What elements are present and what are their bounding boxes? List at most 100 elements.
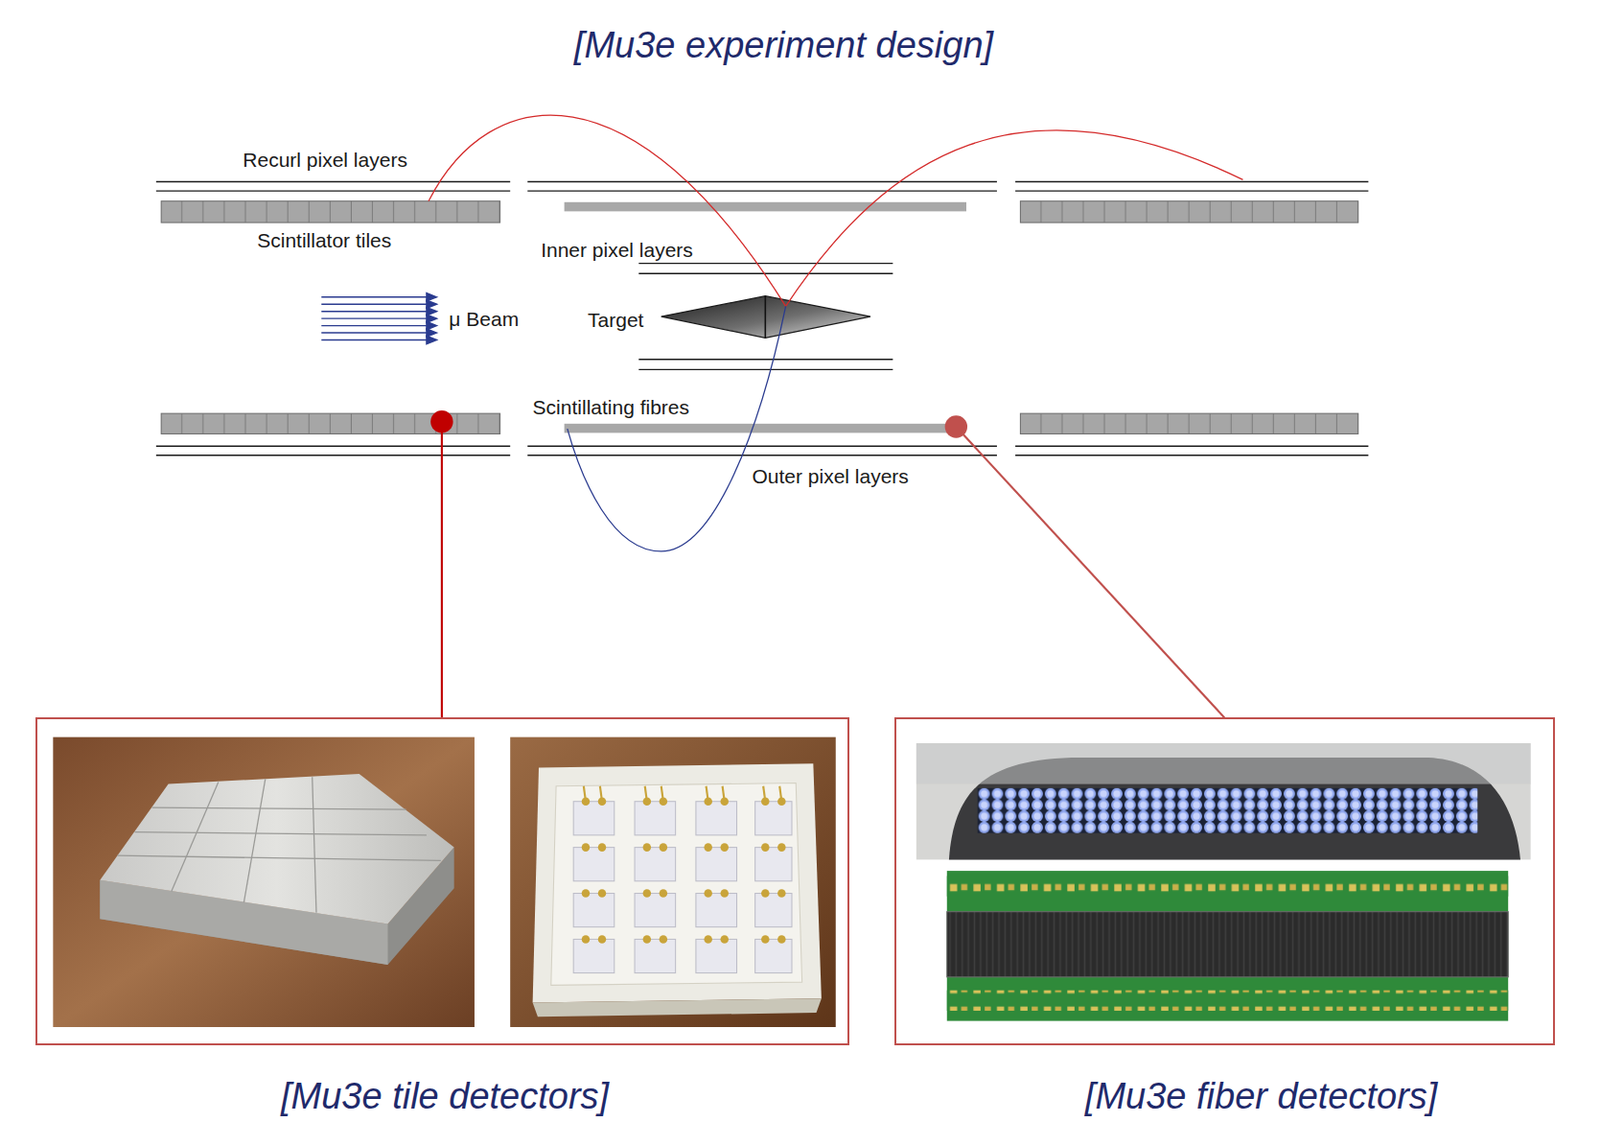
- tile-photo: [643, 934, 652, 944]
- pixel-layer: [638, 369, 893, 371]
- tile-photo: [703, 934, 713, 944]
- tile-photo: [116, 776, 441, 913]
- tile-photo: [719, 842, 729, 852]
- tile-photo: [777, 888, 787, 898]
- tile-photo: [695, 801, 738, 835]
- tile-photo: [706, 786, 709, 802]
- tile-photo: [703, 842, 713, 852]
- pixel-layer: [1015, 454, 1369, 456]
- tile-photo: [598, 934, 607, 944]
- tile-photo: [695, 847, 738, 882]
- tile-photo: [719, 888, 729, 898]
- layer-label: Scintillating fibres: [531, 395, 692, 419]
- tile-photo: [52, 737, 475, 1027]
- leader-line: [430, 410, 1225, 718]
- tile-photo: [761, 934, 770, 944]
- tile-photo: [695, 938, 738, 973]
- scintillator-tile: [161, 201, 500, 223]
- tile-photo: [581, 796, 787, 943]
- sipm-array-photo: [947, 870, 1508, 1021]
- tile-photo: [755, 801, 792, 835]
- detector-panel: [Mu3e fiber detectors]: [894, 717, 1555, 1045]
- tile-photo: [634, 847, 676, 882]
- tile-photo: [551, 783, 803, 986]
- tile-photo: [661, 786, 664, 802]
- tile-photo: [573, 938, 615, 973]
- beam-label: μ Beam: [446, 307, 521, 331]
- particle-track: [428, 115, 1243, 552]
- tile-photo: [645, 786, 648, 802]
- pixel-layer: [638, 358, 893, 360]
- pixel-layer: [527, 454, 998, 456]
- target-label: Target: [585, 308, 646, 332]
- sipm-array-photo: [947, 990, 1508, 1011]
- scintillator-tile: [161, 201, 1359, 435]
- tile-photo: [719, 934, 729, 944]
- beam-arrow: [321, 317, 431, 319]
- beam-arrow: [426, 314, 438, 324]
- particle-track: [428, 115, 787, 306]
- tile-photo: [135, 832, 427, 835]
- layer-label: Scintillator tiles: [255, 229, 394, 253]
- beam-arrow: [321, 293, 437, 345]
- pixel-layer: [156, 181, 511, 183]
- fiber-ribbon-photo: [977, 788, 1479, 834]
- layer-label: Inner pixel layers: [538, 238, 696, 262]
- tile-photo: [634, 938, 676, 973]
- target-diamond: [765, 296, 767, 339]
- panel-caption: [Mu3e fiber detectors]: [1085, 1075, 1438, 1118]
- tile-photo: [755, 893, 792, 928]
- tile-photo: [659, 934, 669, 944]
- tile-photo: [116, 855, 441, 860]
- beam-arrow: [321, 324, 431, 326]
- tile-photo: [634, 893, 676, 928]
- beam-arrow: [426, 335, 438, 345]
- tile-photo: [643, 888, 652, 898]
- tile-photo: [243, 778, 265, 903]
- beam-arrow: [426, 321, 438, 330]
- beam-arrow: [426, 293, 438, 302]
- tile-photo: [171, 781, 219, 891]
- tile-photo: [777, 934, 787, 944]
- tile-photo: [722, 786, 725, 802]
- tile-photo: [659, 842, 669, 852]
- sipm-array-photo: [947, 911, 1508, 977]
- pixel-layer: [156, 454, 511, 456]
- sipm-array-photo: [947, 875, 1508, 896]
- particle-track: [786, 130, 1244, 307]
- leader-line: [430, 410, 453, 433]
- fibre-bar: [564, 202, 967, 212]
- leader-line: [945, 415, 968, 438]
- scintillator-tile: [1020, 413, 1358, 434]
- pixel-layer: [638, 273, 893, 275]
- target-diamond: [661, 296, 871, 339]
- beam-arrow: [426, 306, 438, 316]
- detector-panel: [Mu3e tile detectors]: [35, 717, 849, 1045]
- tile-photo: [510, 737, 836, 1027]
- beam-arrow: [321, 339, 431, 341]
- tile-photo: [312, 776, 317, 913]
- tile-photo: [763, 786, 766, 802]
- fibre-bar: [564, 423, 957, 434]
- tile-photo: [533, 997, 822, 1017]
- scintillator-tile: [1020, 201, 1358, 223]
- tile-photo: [755, 938, 792, 973]
- pixel-layer: [156, 181, 1369, 455]
- pixel-layer: [527, 189, 998, 191]
- tile-photo: [581, 888, 591, 898]
- pixel-layer: [1015, 189, 1369, 191]
- pixel-layer: [638, 262, 893, 264]
- tile-photo: [573, 801, 792, 974]
- tile-photo: [779, 786, 782, 802]
- beam-arrow: [426, 328, 438, 338]
- tile-photo: [573, 801, 615, 835]
- tile-photo: [573, 893, 615, 928]
- tile-photo: [581, 934, 591, 944]
- tile-photo: [598, 842, 607, 852]
- pixel-layer: [527, 181, 998, 183]
- pixel-layer: [156, 189, 511, 191]
- beam-arrow: [321, 331, 431, 333]
- tile-photo: [643, 842, 652, 852]
- tile-photo: [52, 737, 475, 1027]
- tile-photo: [695, 893, 738, 928]
